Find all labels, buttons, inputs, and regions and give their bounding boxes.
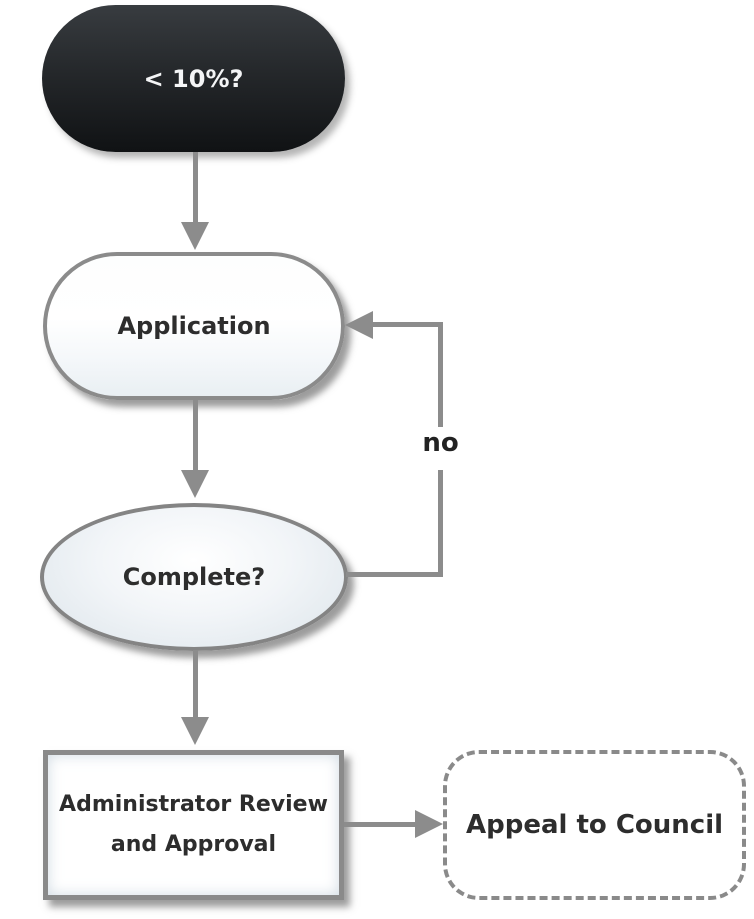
no-loop-bottom-line [346,572,443,577]
no-edge-label: no [422,428,459,458]
edge-start-to-application-line [193,152,198,224]
no-loop-top-line [371,322,443,327]
admin-review-node-label: Administrator Review and Approval [59,785,328,865]
arrow-right-icon [415,810,443,838]
arrow-down-icon [181,222,209,250]
no-loop-vertical-upper-line [438,322,443,427]
arrow-left-icon [345,311,373,339]
complete-node-label: Complete? [122,563,266,591]
appeal-node: Appeal to Council [443,750,746,900]
start-node: < 10%? [42,5,345,152]
appeal-node-label: Appeal to Council [465,810,724,840]
admin-review-node: Administrator Review and Approval [43,750,344,900]
admin-review-label-line1: Administrator Review [59,792,328,817]
no-loop-vertical-lower-line [438,470,443,577]
application-node: Application [43,252,345,400]
arrow-down-icon [181,717,209,745]
edge-admin-to-appeal-line [344,822,416,827]
edge-complete-to-admin-line [193,650,198,719]
application-node-label: Application [117,312,271,340]
complete-node: Complete? [40,503,348,651]
arrow-down-icon [181,470,209,498]
start-node-label: < 10%? [143,64,244,93]
admin-review-label-line2: and Approval [110,832,277,857]
edge-application-to-complete-line [193,400,198,472]
